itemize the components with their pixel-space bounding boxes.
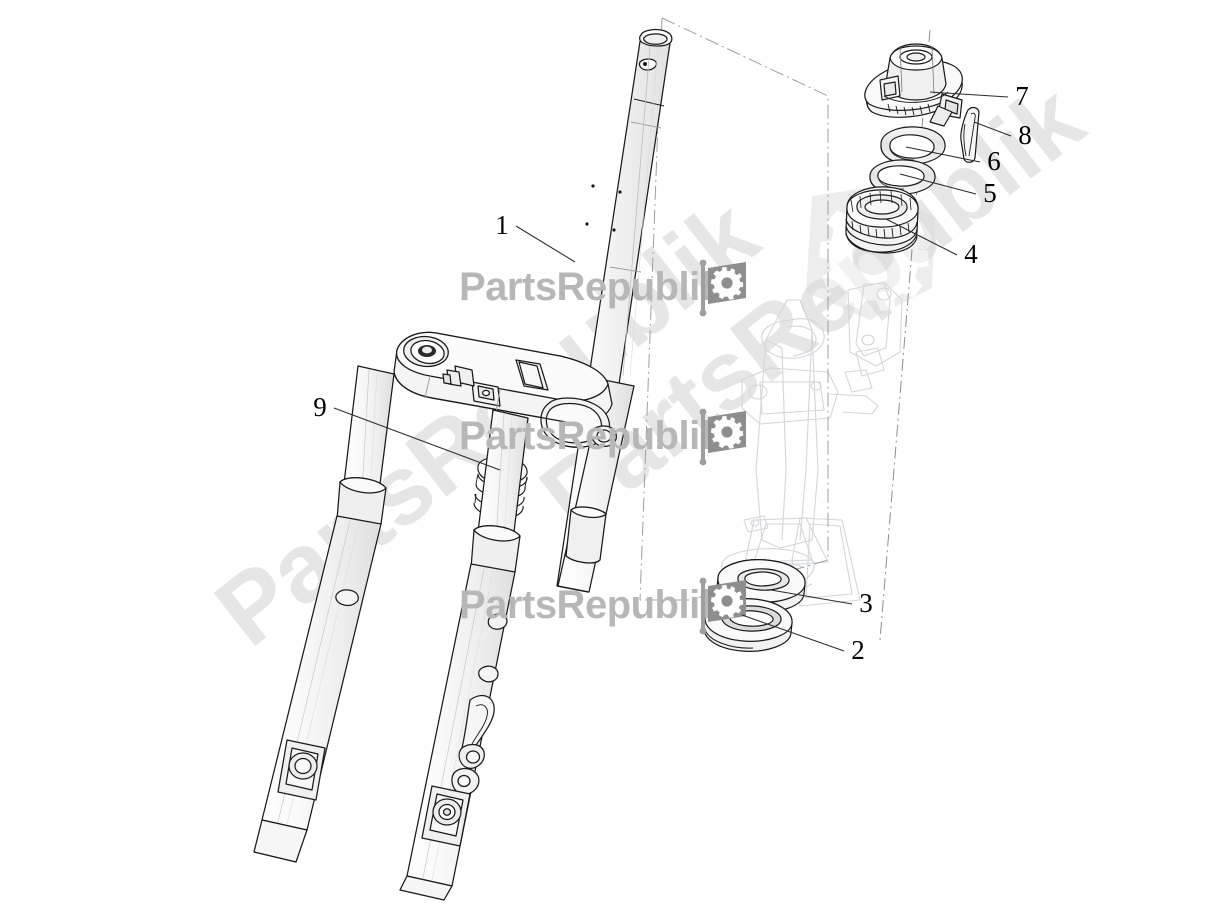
centerline-vertical: [879, 29, 931, 641]
watermark-row-3: PartsRepublik: [459, 577, 746, 635]
watermark-row-1: PartsRepublik: [459, 259, 746, 317]
callout-leader-lines: [333, 91, 1012, 652]
leader-line-4: [885, 218, 958, 256]
callout-number-8[interactable]: 8: [1018, 120, 1032, 150]
callout-number-1[interactable]: 1: [495, 210, 509, 240]
leader-line-8: [973, 121, 1012, 137]
leader-line-1: [515, 225, 576, 263]
part-seal-ring: [880, 126, 946, 166]
callout-number-4[interactable]: 4: [964, 239, 978, 269]
leader-line-6: [905, 146, 981, 163]
part-steering-lock-housing: [864, 43, 963, 127]
flag-gear-icon: [699, 408, 746, 466]
watermark-row-2: PartsRepublik: [459, 408, 746, 466]
watermark-text: PartsRepublik: [459, 583, 723, 627]
watermark-text: PartsRepublik: [459, 265, 723, 309]
leader-line-3: [770, 589, 853, 605]
leader-line-9: [333, 407, 501, 471]
leader-line-5: [899, 173, 977, 195]
callout-number-2[interactable]: 2: [851, 635, 865, 665]
flag-gear-icon: [699, 577, 746, 635]
part-fork-assembly: [253, 331, 617, 901]
callout-number-group: 1 2 3 4 56 7 8 9: [313, 81, 1032, 665]
watermark-text: PartsRepublik: [459, 414, 723, 458]
callout-number-5[interactable]: 5: [983, 178, 997, 208]
callout-number-6[interactable]: 6: [987, 146, 1001, 176]
part-steering-stem-tube: [556, 29, 673, 593]
part-steering-head-bearing: [845, 186, 919, 254]
callout-number-7[interactable]: 7: [1015, 81, 1029, 111]
ghost-frame-assembly: [721, 281, 903, 607]
callout-number-9[interactable]: 9: [313, 392, 327, 422]
leader-line-2: [741, 614, 845, 652]
part-retaining-clip: [960, 106, 980, 163]
callout-number-3[interactable]: 3: [859, 588, 873, 618]
leader-line-7: [929, 91, 1009, 98]
flag-gear-icon: [699, 259, 746, 317]
